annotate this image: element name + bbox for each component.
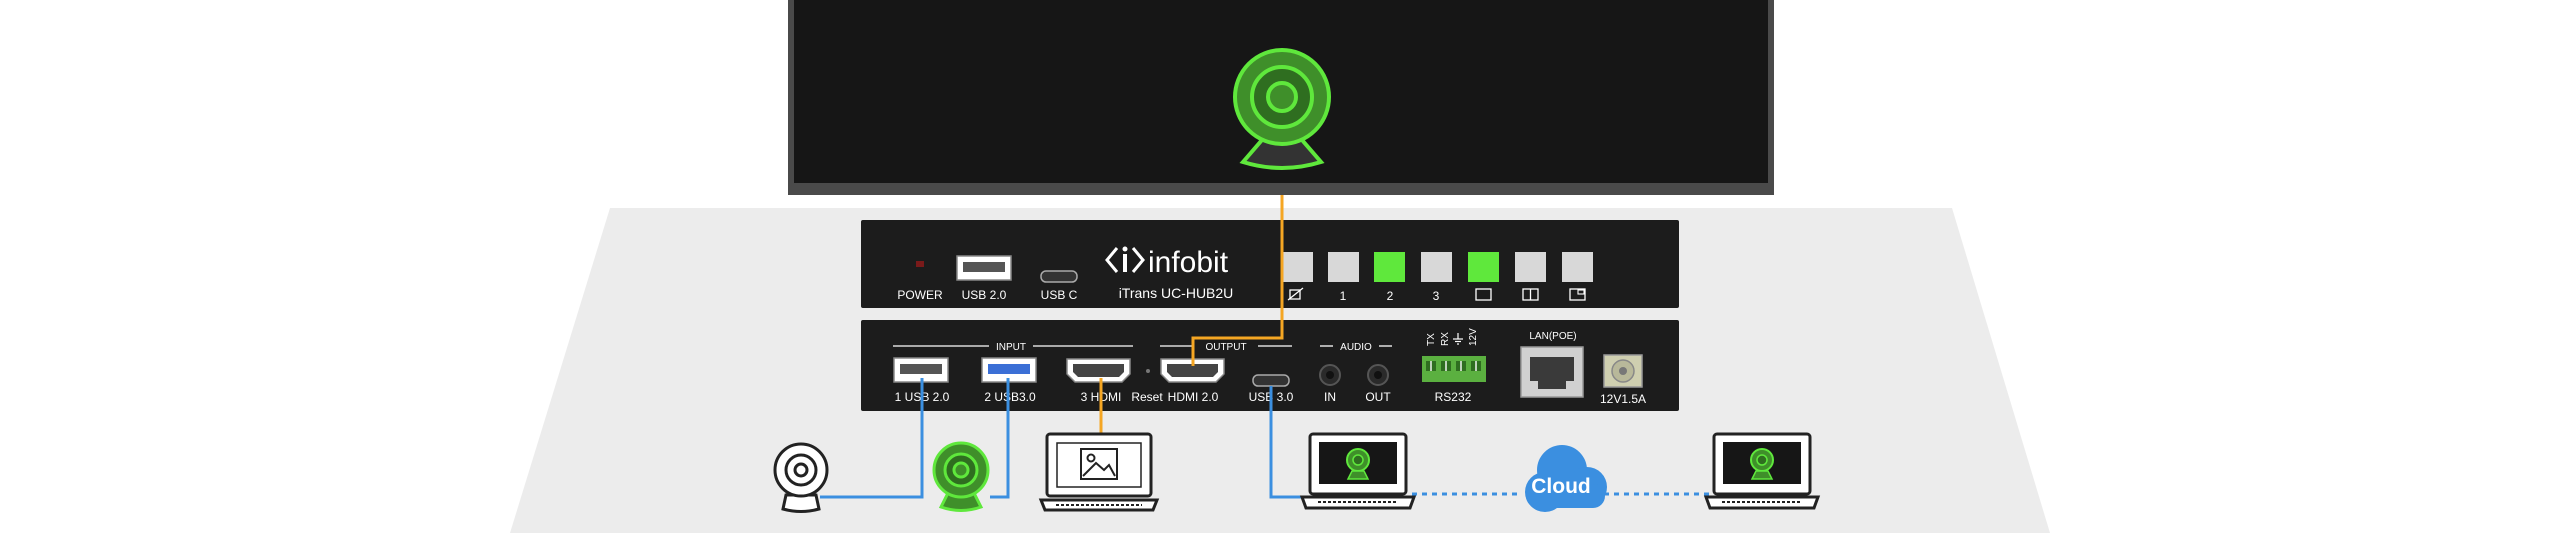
reset-label: Reset: [1131, 390, 1163, 404]
button-3[interactable]: [1421, 252, 1452, 282]
rear-usb30-label: 2 USB3.0: [984, 390, 1036, 404]
cloud-label: Cloud: [1531, 475, 1590, 498]
rear-hdmi-out-port: [1160, 358, 1225, 383]
button-3-label: 3: [1433, 289, 1440, 303]
usb3-camera-icon: [932, 441, 990, 512]
rear-usbc-out-port: [1252, 374, 1290, 387]
usb-webcam-icon: [773, 442, 829, 513]
remote-webcam-icon: [1750, 448, 1774, 480]
audio-out-label: OUT: [1365, 390, 1391, 404]
usbc-cable: [1269, 386, 1314, 499]
audio-in-label: IN: [1324, 390, 1336, 404]
rear-usb20-port: [893, 357, 949, 383]
front-usbc-label: USB C: [1041, 288, 1078, 302]
infobit-logo-icon: [1105, 246, 1145, 273]
audio-header: AUDIO: [1340, 342, 1372, 353]
output-header: OUTPUT: [1205, 342, 1246, 353]
button-pip-view[interactable]: [1562, 252, 1593, 282]
camera-off-icon: [1287, 287, 1304, 301]
audio-in-jack: [1319, 364, 1341, 386]
rs232-pin-tx: TX: [1426, 333, 1437, 346]
rs232-label: RS232: [1435, 390, 1472, 404]
power-label: POWER: [897, 288, 943, 302]
laptop-host-icon: [1299, 432, 1417, 510]
host-webcam-icon: [1346, 448, 1370, 480]
front-panel: POWER USB 2.0 USB C infobit iTrans UC-HU…: [861, 220, 1679, 308]
pip-view-icon: [1569, 288, 1586, 301]
brand-name: infobit: [1148, 246, 1229, 279]
split-view-icon: [1522, 288, 1539, 301]
usb30-cable: [990, 378, 1010, 499]
single-view-icon: [1475, 288, 1492, 301]
audio-out-jack: [1367, 364, 1389, 386]
button-single-view[interactable]: [1468, 252, 1499, 282]
button-1-label: 1: [1340, 289, 1347, 303]
lan-rj45-port: [1520, 346, 1584, 398]
ground-symbol-icon: [1453, 333, 1463, 345]
dc-power-label: 12V1.5A: [1600, 392, 1646, 406]
rear-panel: INPUT OUTPUT AUDIO 1 USB 2.0 2 USB3.0 3 …: [861, 320, 1679, 411]
rs232-pin-12v: 12V: [1468, 328, 1479, 346]
hdmi-cable-to-display: [1191, 195, 1284, 366]
button-camera-off[interactable]: [1282, 252, 1313, 282]
laptop-remote-icon: [1703, 432, 1821, 510]
rs232-pin-rx: RX: [1440, 332, 1451, 346]
image-icon: [1080, 448, 1118, 480]
button-2-label: 2: [1387, 289, 1394, 303]
front-usbc-port: [1040, 270, 1078, 283]
front-usb20-label: USB 2.0: [962, 288, 1007, 302]
rs232-terminal-block: [1422, 356, 1486, 382]
input-header: INPUT: [996, 342, 1026, 353]
power-led: [916, 261, 924, 267]
reset-button[interactable]: [1146, 369, 1150, 373]
cloud-icon: [1525, 445, 1607, 512]
lan-label: LAN(POE): [1529, 331, 1576, 342]
laptop-hdmi-source-icon: [1038, 432, 1160, 512]
button-1[interactable]: [1328, 252, 1359, 282]
rear-hdmi-out-label: HDMI 2.0: [1168, 390, 1219, 404]
dc-power-jack: [1603, 354, 1643, 388]
display-webcam-icon: [1233, 48, 1331, 170]
button-split-view[interactable]: [1515, 252, 1546, 282]
model-name: iTrans UC-HUB2U: [1119, 285, 1234, 301]
button-2[interactable]: [1374, 252, 1405, 282]
front-usb20-port: [956, 255, 1012, 281]
usb20-cable: [820, 378, 924, 499]
rear-hdmi-in-port: [1066, 358, 1131, 383]
